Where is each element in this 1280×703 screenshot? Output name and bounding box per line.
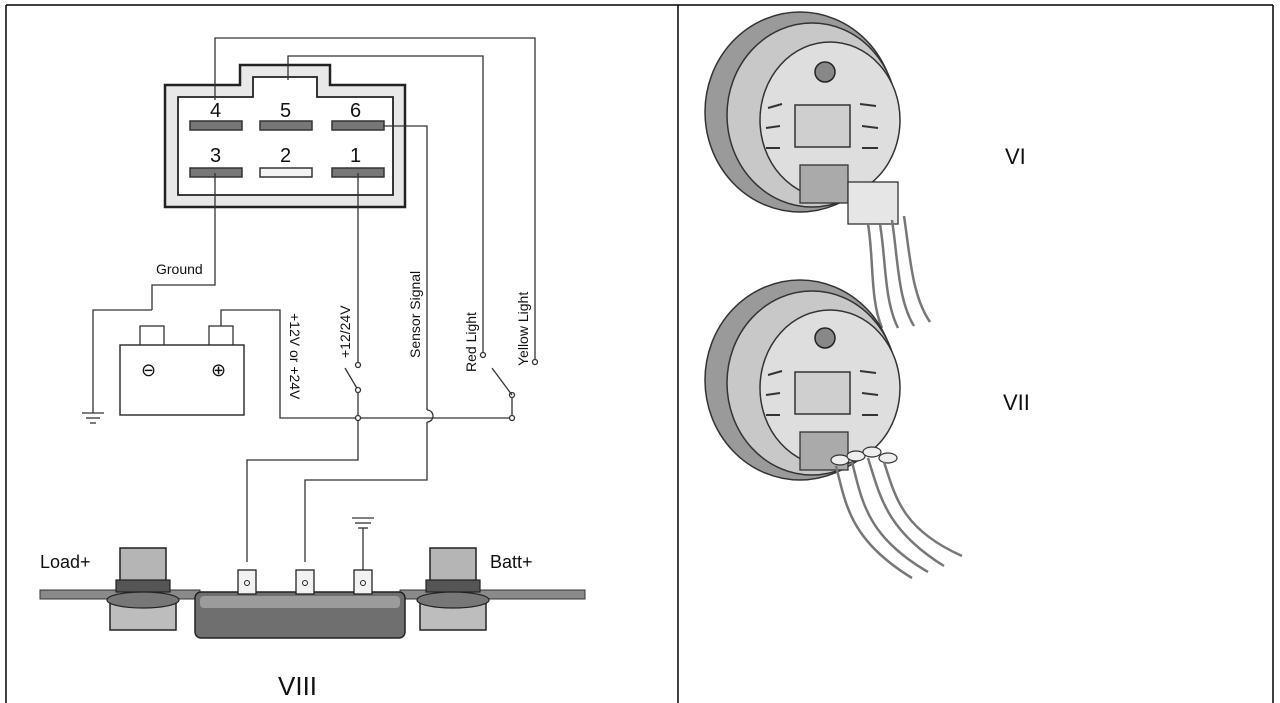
switch-icon xyxy=(344,361,362,422)
ground-icon xyxy=(352,517,374,529)
yellow-light-label: Yellow Light xyxy=(515,292,531,366)
wires xyxy=(92,37,536,570)
pin-slot-2 xyxy=(259,167,313,178)
gauge-icon xyxy=(704,11,932,329)
batt-plus-label: Batt+ xyxy=(490,552,533,572)
wire-battery-plus xyxy=(220,309,513,419)
pin-slot-3 xyxy=(189,167,243,178)
pin-label-2: 2 xyxy=(280,145,291,167)
pin-label-3: 3 xyxy=(210,145,221,167)
shunt-icon xyxy=(39,547,586,639)
wire-sensor-signal xyxy=(383,125,428,410)
wire-yellow-light xyxy=(214,37,536,362)
wire-ground xyxy=(151,173,216,310)
pin-label-4: 4 xyxy=(210,100,221,122)
pin-slot-5 xyxy=(259,120,313,131)
pin-slot-6 xyxy=(331,120,385,131)
ground-label: Ground xyxy=(156,261,203,277)
supply-label: +12/24V xyxy=(337,305,353,358)
table-border xyxy=(5,4,1274,703)
pin-label-1: 1 xyxy=(350,145,361,167)
battery-minus-symbol: ⊖ xyxy=(141,360,156,380)
gauge-icon xyxy=(704,279,963,580)
pin-label-6: 6 xyxy=(350,100,361,122)
connector-housing xyxy=(163,63,407,209)
load-plus-label: Load+ xyxy=(40,552,91,572)
battery-icon xyxy=(119,325,245,416)
pin-numbers: 4 5 6 3 2 1 xyxy=(210,100,361,167)
view-vi-label: VI xyxy=(1005,144,1026,169)
pin-label-5: 5 xyxy=(280,100,291,122)
sensor-signal-label: Sensor Signal xyxy=(407,271,423,358)
ground-icon xyxy=(82,412,104,424)
switch-icon xyxy=(479,351,539,422)
battery-plus-symbol: ⊕ xyxy=(211,360,226,380)
supply-battery-label: +12V or +24V xyxy=(287,313,303,400)
view-viii-label: VIII xyxy=(278,671,317,701)
pin-slot-4 xyxy=(189,120,243,131)
red-light-label: Red Light xyxy=(463,312,479,372)
view-vii-label: VII xyxy=(1003,390,1030,415)
wire-red-light xyxy=(287,55,484,355)
